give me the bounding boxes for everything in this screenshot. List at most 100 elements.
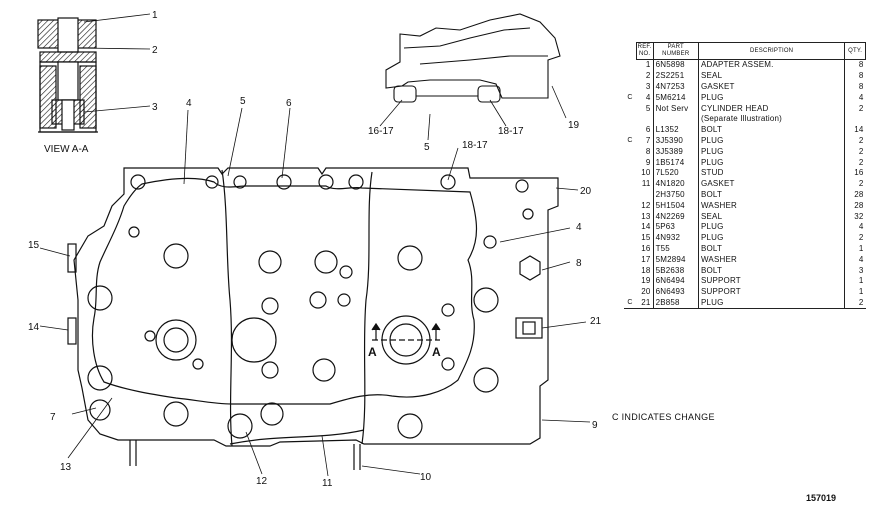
ref-no-cell: 21: [636, 297, 654, 310]
callout-14: 14: [28, 322, 40, 333]
part-number-cell: 3J5390: [653, 135, 699, 147]
ref-no-cell: 16: [636, 243, 654, 255]
callout-19: 19: [568, 120, 580, 131]
change-flag-cell: [624, 168, 636, 179]
part-number-cell: 5M6214: [653, 92, 699, 104]
part-number-cell: Not Serv: [653, 103, 699, 114]
part-number-cell: 2B858: [653, 297, 699, 310]
quantity-cell: [845, 114, 866, 125]
quantity-cell: 2: [858, 157, 864, 167]
part-number-cell: T55: [653, 243, 699, 255]
callout-2: 2: [152, 45, 158, 56]
description-cell: PLUG: [698, 135, 846, 147]
callout-4-top: 4: [186, 98, 192, 109]
callout-9: 9: [592, 420, 598, 431]
callout-5-top: 5: [240, 96, 246, 107]
callout-11: 11: [322, 478, 333, 489]
quantity-cell: 2: [858, 179, 864, 189]
description-cell: PLUG: [698, 146, 846, 158]
description-cell: SUPPORT: [698, 286, 846, 298]
description-cell: WASHER: [698, 254, 846, 266]
callout-4-right: 4: [576, 222, 582, 233]
change-flag-cell: [624, 82, 636, 93]
description-cell: SEAL: [698, 70, 846, 82]
callout-6: 6: [286, 98, 292, 109]
change-flag-cell: [624, 146, 636, 157]
callout-12: 12: [256, 476, 268, 487]
quantity-cell: 4: [858, 92, 864, 102]
callout-13: 13: [60, 462, 72, 473]
ref-no-cell: 5: [636, 103, 654, 114]
change-flag-cell: [624, 233, 636, 244]
change-flag-cell: [624, 179, 636, 190]
part-number-cell: 4N932: [653, 232, 699, 244]
quantity-cell: 28: [854, 200, 864, 210]
part-number-cell: 3J5389: [653, 146, 699, 158]
qty-header: QTY.: [844, 42, 866, 60]
part-number-cell: 6N5898: [653, 59, 699, 71]
part-number-header: PART NUMBER: [652, 42, 699, 60]
change-note: C INDICATES CHANGE: [612, 412, 715, 422]
ref-no-cell: 10: [636, 167, 654, 179]
description-cell: (Separate Illustration): [698, 113, 846, 125]
ref-no-cell: 13: [636, 211, 654, 222]
ref-no-cell: 7: [636, 135, 654, 147]
ref-no-cell: 17: [636, 254, 654, 266]
quantity-cell: 2: [858, 233, 864, 243]
quantity-cell: 14: [854, 125, 864, 135]
description-header: DESCRIPTION: [697, 42, 846, 60]
callout-20: 20: [580, 186, 592, 197]
description-cell: ADAPTER ASSEM.: [698, 59, 846, 71]
ref-no-cell: 8: [636, 146, 654, 158]
ref-no-cell: 11: [636, 178, 654, 190]
description-cell: PLUG: [698, 157, 846, 168]
description-cell: PLUG: [698, 221, 846, 233]
change-flag-cell: [624, 157, 636, 168]
part-number-cell: 6N6493: [653, 286, 699, 298]
description-cell: WASHER: [698, 200, 846, 212]
description-cell: BOLT: [698, 189, 846, 201]
part-number-cell: 5B2638: [653, 265, 699, 276]
quantity-cell: 2: [858, 135, 864, 145]
quantity-cell: 1: [858, 287, 864, 297]
description-cell: PLUG: [698, 92, 846, 104]
head-side-view: [385, 13, 561, 103]
change-flag-cell: [624, 125, 636, 136]
part-number-cell: 5P63: [653, 221, 699, 233]
quantity-cell: 2: [844, 297, 866, 310]
change-flag-cell: [624, 244, 636, 255]
ref-no-cell: 9: [636, 157, 654, 168]
quantity-cell: 8: [858, 71, 864, 81]
change-flag-cell: [624, 60, 636, 71]
description-cell: SEAL: [698, 211, 846, 222]
callout-15: 15: [28, 240, 40, 251]
change-flag-cell: [624, 114, 636, 125]
part-number-cell: 4N7253: [653, 81, 699, 93]
description-cell: BOLT: [698, 265, 846, 276]
ref-no-cell: 20: [636, 286, 654, 298]
description-cell: STUD: [698, 167, 846, 179]
change-flag-cell: [624, 211, 636, 222]
part-number-cell: [653, 113, 699, 125]
callout-18-17-top: 18-17: [498, 126, 524, 137]
view-label: VIEW A-A: [44, 144, 89, 155]
description-cell: BOLT: [698, 124, 846, 136]
change-flag-cell: [624, 71, 636, 82]
callout-21: 21: [590, 316, 602, 327]
ref-no-cell: 2: [636, 70, 654, 82]
part-number-cell: 1B5174: [653, 157, 699, 168]
change-flag-cell: C: [624, 297, 637, 310]
change-flag-cell: C: [627, 93, 633, 101]
